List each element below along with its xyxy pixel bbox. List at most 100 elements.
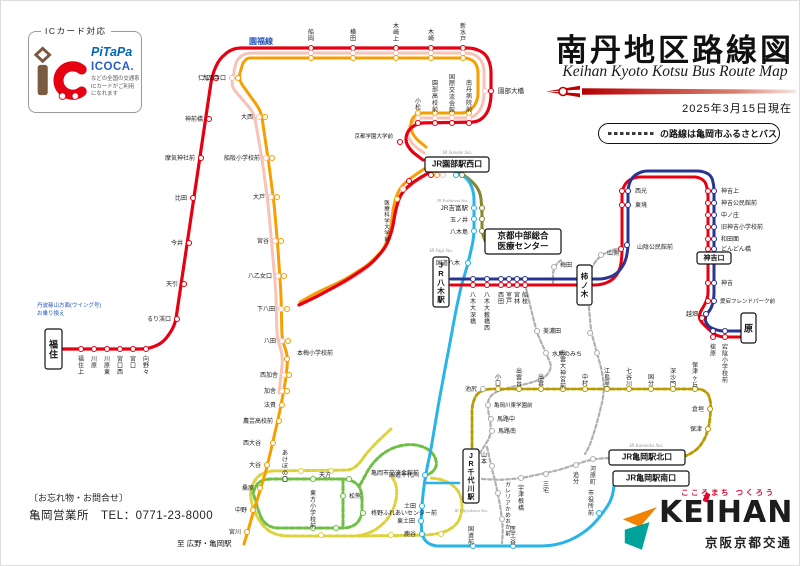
map-label: 至 広野・亀岡駅	[177, 538, 232, 548]
bus-stop	[469, 275, 477, 283]
bus-stop	[256, 484, 264, 492]
bus-stop	[392, 49, 400, 57]
map-label: 本梅小学校前	[297, 349, 333, 357]
map-label: 国道千代川	[389, 471, 419, 479]
route-green-furusato-loop	[251, 477, 364, 530]
route-gray-galleria	[485, 445, 504, 545]
map-label: 川原東	[104, 356, 110, 376]
keihan-company: 京阪京都交通	[705, 536, 793, 550]
bus-stop	[721, 333, 729, 341]
map-label: 摩気神社前	[165, 154, 195, 162]
route-gray-kameoka-kita	[480, 456, 611, 481]
bus-stop	[550, 263, 558, 271]
map-label: 山陰公民館前	[637, 243, 673, 251]
keihan-tagline: こころまち つくろう	[681, 488, 776, 497]
bus-stop	[255, 113, 263, 121]
bus-stop	[283, 355, 291, 363]
map-label: 西大谷	[243, 439, 261, 447]
map-label: どんどん橋	[721, 245, 751, 253]
bus-stop	[418, 530, 426, 538]
bus-stop	[623, 241, 631, 249]
map-label: 八木大薮橋西	[484, 292, 490, 332]
bus-stop	[647, 385, 655, 393]
map-label: 九品寺口	[202, 74, 226, 82]
station-box-label: 神吉口	[704, 253, 725, 262]
bus-stop	[399, 185, 407, 193]
bus-stop	[405, 177, 413, 185]
bus-stop	[173, 315, 181, 323]
station-box	[696, 251, 732, 265]
bus-stop	[433, 171, 441, 179]
bus-stop	[618, 187, 626, 195]
legend-text: の路線は亀岡市ふるさとバス	[660, 129, 778, 139]
bus-stop	[704, 279, 712, 287]
bus-stop	[505, 281, 513, 289]
ic-logo	[34, 46, 87, 100]
bus-stop	[513, 281, 521, 289]
map-label: 大谷	[249, 461, 261, 469]
legend-pill: の路線は亀岡市ふるさとバス	[598, 123, 780, 144]
map-label: 京都学園大学前	[354, 132, 393, 140]
bus-stop	[212, 74, 220, 82]
bus-stop	[458, 171, 466, 179]
map-label: 旧神吉小学校前	[721, 223, 763, 231]
map-label: 八木島	[450, 228, 468, 236]
title-ribbon	[546, 85, 796, 98]
bus-stop	[396, 138, 404, 146]
bus-stop	[273, 193, 281, 201]
bus-stop	[704, 199, 712, 207]
bus-stop	[494, 489, 502, 497]
map-label: 柊野ふれあいセンター前	[371, 509, 437, 517]
date-label: 2025年3月15日現在	[682, 103, 792, 115]
route-khaki-furusato-hozu	[470, 387, 713, 459]
bus-stop	[478, 204, 486, 212]
bus-stop	[421, 471, 429, 479]
bus-stop	[494, 385, 502, 393]
map-label: 川原	[91, 356, 97, 370]
bus-stop	[542, 470, 550, 478]
map-label: あけぼの口	[282, 450, 288, 483]
bus-stop	[470, 204, 478, 212]
ic-note-line1: などの全国の交通系	[91, 76, 140, 82]
bus-stop	[418, 502, 426, 510]
bus-stop	[77, 345, 85, 353]
map-label: 横田	[350, 28, 356, 43]
map-label: 加舎	[264, 387, 276, 395]
bus-stop	[515, 385, 523, 393]
bus-stop	[392, 44, 400, 52]
map-label: 松熊	[349, 492, 361, 500]
map-label: 西田	[498, 292, 504, 306]
map-label: 追分	[573, 471, 579, 486]
station-box	[740, 312, 757, 344]
station-box	[612, 470, 690, 487]
map-label: 樒原	[710, 343, 716, 358]
bus-stop	[509, 542, 517, 550]
map-label: 中野	[235, 506, 247, 514]
bus-stop	[427, 171, 435, 179]
map-label: 宕陰小学校前	[722, 343, 728, 384]
bus-stop	[284, 337, 292, 345]
bus-stop	[710, 211, 718, 219]
bus-stop	[228, 74, 236, 82]
bus-stop	[710, 223, 718, 231]
map-label: 中村	[582, 373, 588, 388]
bus-stop	[459, 49, 467, 57]
map-label: 宮口	[130, 355, 136, 370]
bus-stop	[595, 509, 603, 517]
bus-stop	[709, 333, 717, 341]
route-red-southwest	[297, 170, 432, 307]
station-box	[608, 449, 686, 466]
bus-stop	[392, 54, 400, 62]
map-label: 梅田	[560, 261, 572, 269]
map-label: 医療科学大学前	[384, 200, 390, 244]
map-label: 江島里	[604, 368, 610, 388]
bus-stop	[283, 305, 291, 313]
bus-stop	[572, 461, 580, 469]
map-label: 市役所前	[588, 489, 594, 517]
route-pink-vertical	[230, 71, 284, 395]
station-box-label: JR亀岡駅北口	[622, 452, 672, 462]
bus-stop	[439, 171, 447, 179]
bus-stop	[721, 327, 729, 335]
map-label: 小松	[415, 97, 421, 112]
